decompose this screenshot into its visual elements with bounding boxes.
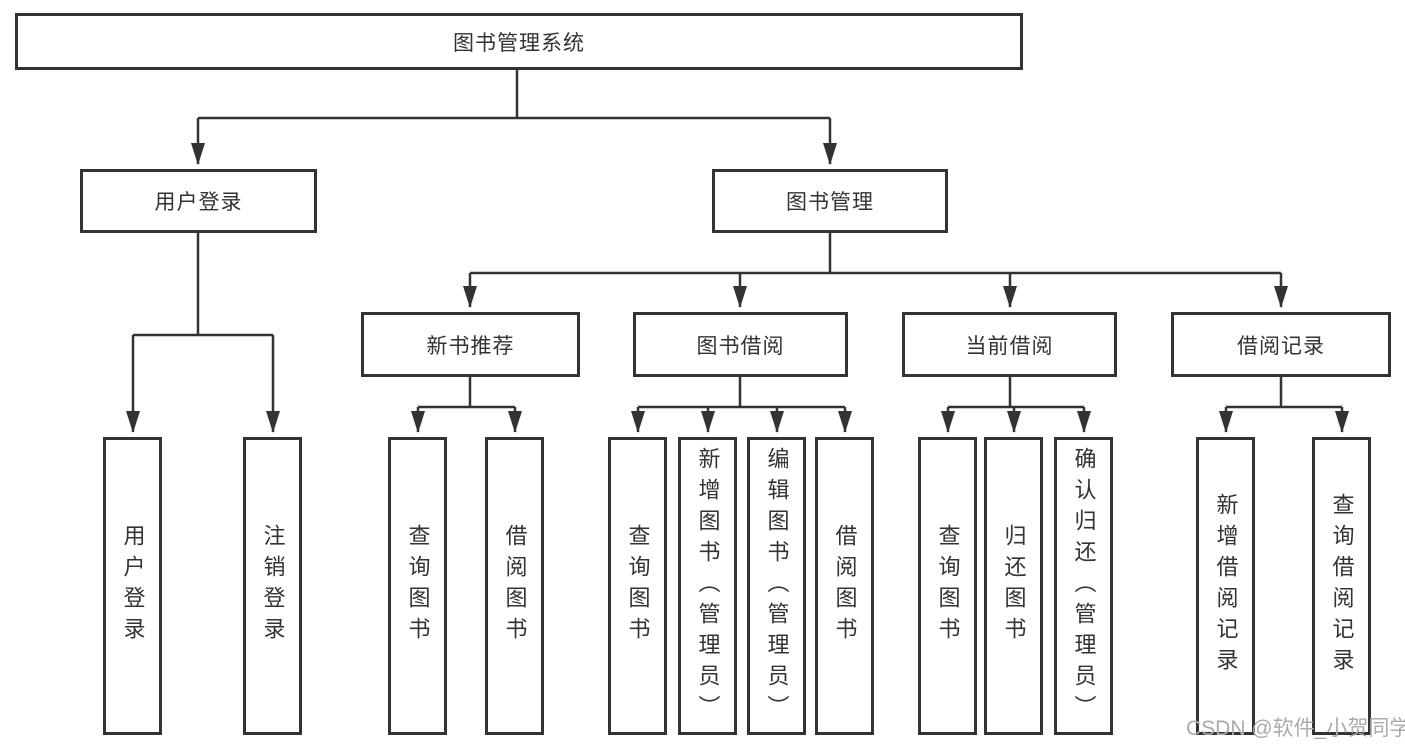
node-borrow-records: 借阅记录	[1171, 312, 1391, 377]
leaf-confirm-return-admin-label: 确认归还（管理员）	[1071, 446, 1097, 726]
node-user-login: 用户登录	[80, 169, 317, 233]
watermark: CSDN @软件_小贺同学	[1186, 717, 1405, 740]
node-user-login-label: 用户登录	[154, 191, 243, 214]
node-book-management: 图书管理	[712, 169, 948, 233]
leaf-return-books: 归还图书	[984, 437, 1043, 735]
leaf-query-books-current: 查询图书	[918, 437, 977, 735]
node-root: 图书管理系统	[15, 13, 1023, 70]
leaf-query-books-recommend: 查询图书	[388, 437, 447, 735]
node-book-borrow-label: 图书借阅	[696, 334, 785, 358]
node-root-label: 图书管理系统	[453, 31, 585, 55]
leaf-borrow-books-recommend-label: 借阅图书	[502, 524, 528, 648]
leaf-add-books-admin: 新增图书（管理员）	[678, 437, 737, 735]
leaf-return-books-label: 归还图书	[1001, 524, 1027, 648]
leaf-add-books-admin-label: 新增图书（管理员）	[695, 446, 721, 726]
node-new-book-recommend: 新书推荐	[361, 312, 580, 377]
leaf-add-borrow-record-label: 新增借阅记录	[1213, 493, 1239, 679]
leaf-add-borrow-record: 新增借阅记录	[1196, 437, 1255, 735]
leaf-query-books-borrow-label: 查询图书	[625, 524, 651, 648]
leaf-borrow-books-recommend: 借阅图书	[485, 437, 544, 735]
leaf-borrow-books: 借阅图书	[815, 437, 874, 735]
leaf-query-borrow-record-label: 查询借阅记录	[1329, 493, 1355, 679]
leaf-user-login: 用户登录	[103, 437, 162, 735]
leaf-query-books-recommend-label: 查询图书	[405, 524, 431, 648]
node-book-borrow: 图书借阅	[633, 312, 848, 377]
leaf-edit-books-admin: 编辑图书（管理员）	[747, 437, 806, 735]
leaf-borrow-books-label: 借阅图书	[832, 524, 858, 648]
leaf-edit-books-admin-label: 编辑图书（管理员）	[764, 446, 790, 726]
leaf-query-books-borrow: 查询图书	[608, 437, 667, 735]
node-new-book-recommend-label: 新书推荐	[426, 334, 515, 358]
leaf-confirm-return-admin: 确认归还（管理员）	[1054, 437, 1113, 735]
leaf-logout-login: 注销登录	[243, 437, 302, 735]
node-current-borrow-label: 当前借阅	[965, 334, 1054, 358]
node-book-management-label: 图书管理	[786, 191, 874, 214]
leaf-user-login-label: 用户登录	[120, 524, 146, 648]
node-current-borrow: 当前借阅	[902, 312, 1117, 377]
leaf-query-books-current-label: 查询图书	[935, 524, 961, 648]
leaf-query-borrow-record: 查询借阅记录	[1312, 437, 1371, 735]
leaf-logout-login-label: 注销登录	[260, 524, 286, 648]
node-borrow-records-label: 借阅记录	[1237, 334, 1325, 358]
